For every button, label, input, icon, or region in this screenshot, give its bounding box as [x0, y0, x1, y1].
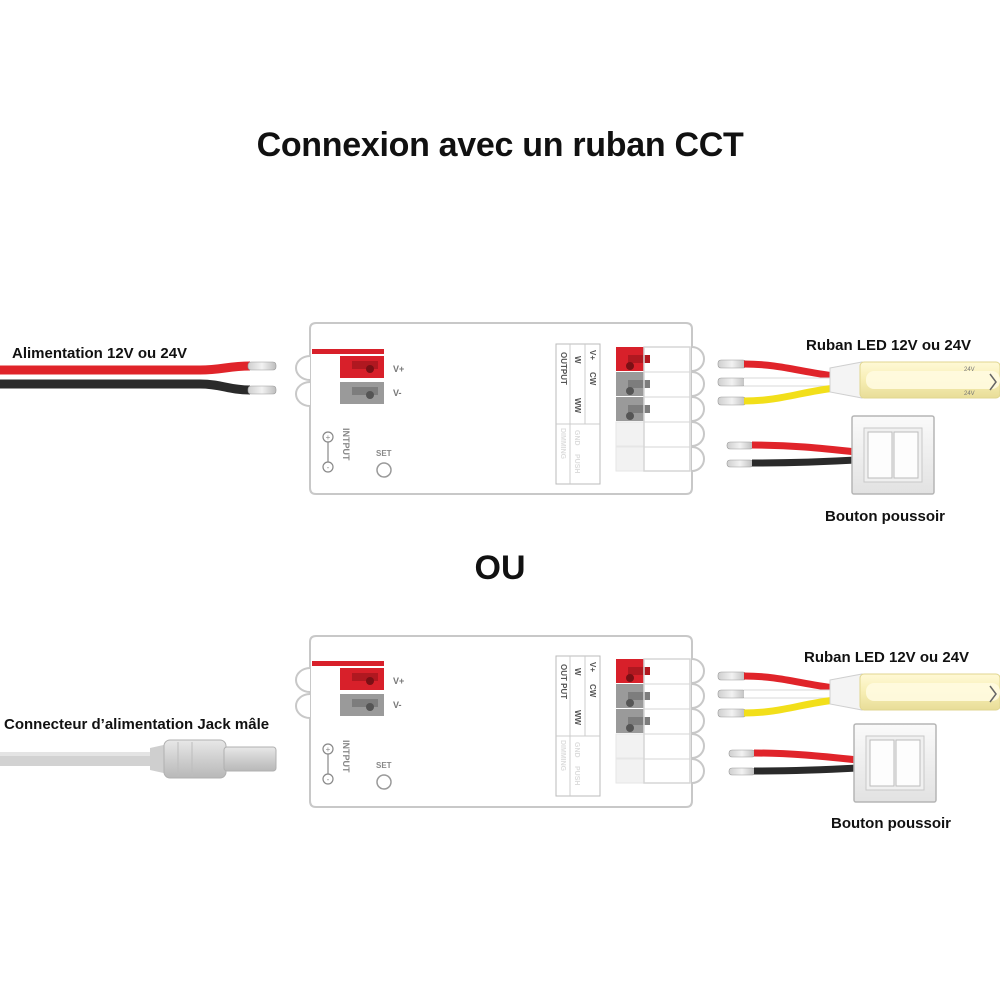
- button-wires-2: [728, 749, 859, 776]
- led-strip: 24V 24V: [829, 361, 1000, 399]
- polarity-symbols-2: + -: [322, 743, 334, 785]
- push-button-switch: [851, 415, 935, 495]
- gnd-label-2: GND: [573, 742, 580, 758]
- dimming-label: DIMMING: [559, 428, 566, 460]
- push-label-2: PUSH: [573, 766, 580, 785]
- polarity-symbols: + -: [322, 431, 334, 473]
- input-terminal-vplus: [312, 349, 384, 378]
- set-button[interactable]: [376, 462, 392, 478]
- gnd-label: GND: [573, 430, 580, 446]
- output-terminals: [615, 346, 691, 472]
- input-wires: [0, 361, 277, 395]
- set-label-2: SET: [376, 761, 392, 770]
- push-label: PUSH: [573, 454, 580, 473]
- output-label: OUTPUT: [559, 352, 568, 385]
- svg-text:+: +: [326, 433, 331, 442]
- vminus-label: V-: [393, 388, 402, 398]
- led-strip-label: Ruban LED 12V ou 24V: [806, 337, 972, 354]
- push-button-label: Bouton poussoir: [825, 508, 945, 525]
- svg-text:24V: 24V: [964, 391, 975, 397]
- vp-label-2: V+: [588, 662, 597, 672]
- svg-text:+: +: [326, 745, 331, 754]
- set-button-2[interactable]: [376, 774, 392, 790]
- ww-label-2: WW: [573, 710, 582, 726]
- diagram-jack-connector: V+ V- + - INTPUT SET OUT PUT W V+ CW: [0, 635, 1000, 808]
- output-wires: [717, 359, 836, 406]
- page-title: Connexion avec un ruban CCT: [256, 126, 744, 164]
- cw-label-2: CW: [588, 684, 597, 698]
- vp-label: V+: [588, 350, 597, 360]
- input-label-2: INTPUT: [341, 740, 351, 773]
- input-terminal-vplus-2: [312, 661, 384, 690]
- input-label: INTPUT: [341, 428, 351, 461]
- input-terminal-vminus: [340, 382, 384, 404]
- diagram-power-supply: V+ V- + - INTPUT SET OUTPUT W V+: [0, 322, 1000, 495]
- output-label-2: OUT PUT: [559, 664, 568, 699]
- svg-text:-: -: [327, 775, 330, 784]
- push-button-switch-2: [853, 723, 937, 803]
- power-supply-label: Alimentation 12V ou 24V: [12, 345, 188, 362]
- input-terminal-vminus-2: [340, 694, 384, 716]
- push-button-label-2: Bouton poussoir: [831, 815, 951, 832]
- output-label-table: OUTPUT W V+ CW WW DIMMING GND PUSH: [555, 343, 601, 485]
- vplus-label: V+: [393, 364, 404, 374]
- cw-label: CW: [588, 372, 597, 386]
- output-wires-2: [717, 671, 836, 718]
- set-label: SET: [376, 449, 392, 458]
- svg-text:-: -: [327, 463, 330, 472]
- svg-text:24V: 24V: [964, 367, 975, 373]
- separator-text: OU: [474, 549, 526, 587]
- controller-box-2: V+ V- + - INTPUT SET OUT PUT W V+ CW: [295, 635, 705, 808]
- button-wires: [726, 441, 857, 468]
- vplus-label-2: V+: [393, 676, 404, 686]
- jack-connector-label: Connecteur d’alimentation Jack mâle: [4, 716, 270, 733]
- vminus-label-2: V-: [393, 700, 402, 710]
- ww-label: WW: [573, 398, 582, 414]
- jack-connector: [0, 739, 277, 779]
- dimming-label-2: DIMMING: [559, 740, 566, 772]
- controller-box: V+ V- + - INTPUT SET OUTPUT W V+: [295, 322, 705, 495]
- output-label-table-2: OUT PUT W V+ CW WW DIMMING GND PUSH: [555, 655, 601, 797]
- led-strip-2: [829, 673, 1000, 711]
- w-label: W: [573, 356, 582, 364]
- output-terminals-2: [615, 658, 691, 784]
- w-label-2: W: [573, 668, 582, 676]
- led-strip-label-2: Ruban LED 12V ou 24V: [804, 649, 970, 666]
